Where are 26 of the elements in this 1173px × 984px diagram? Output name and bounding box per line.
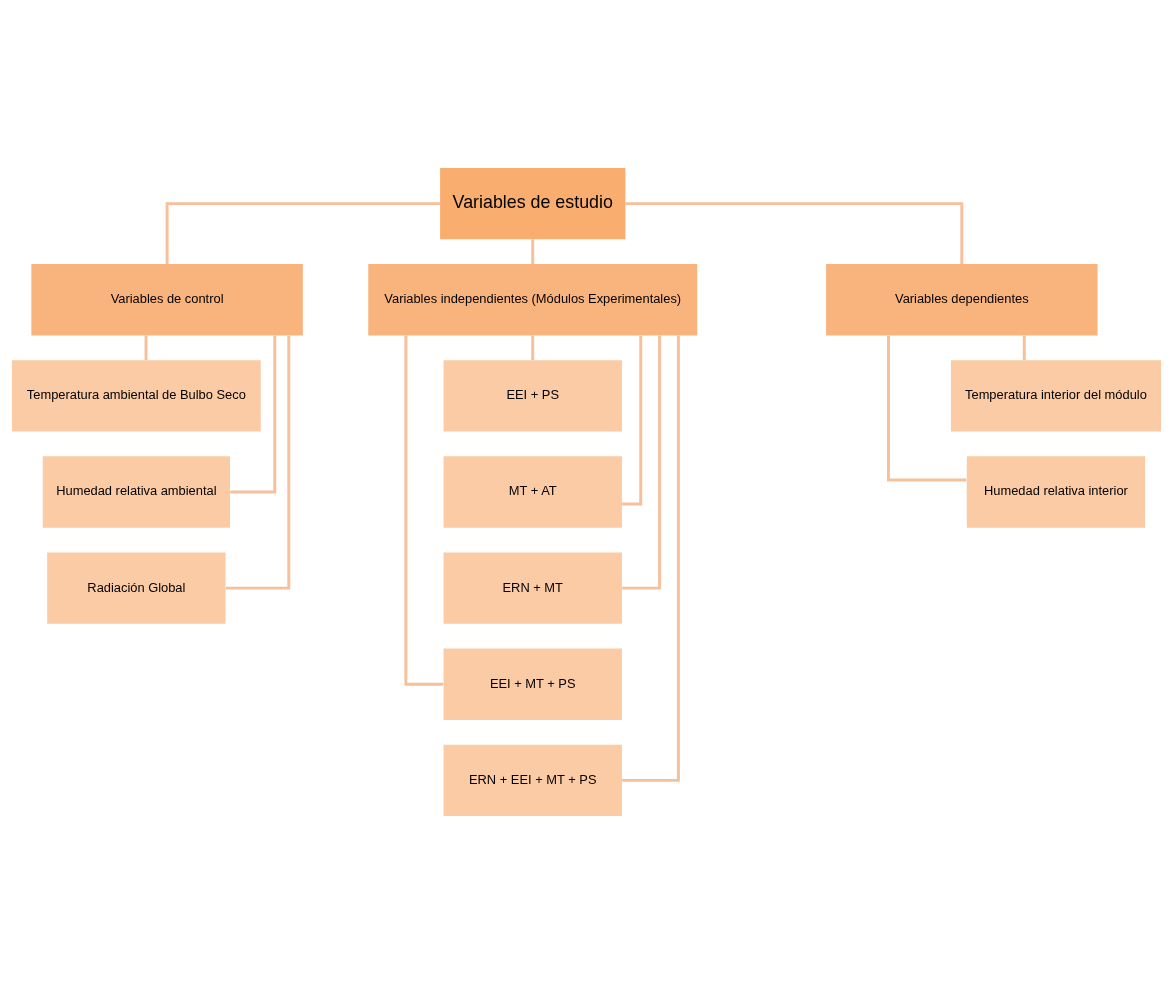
node-box: Variables de control — [31, 264, 303, 336]
node-box: EEI + PS — [443, 360, 622, 432]
node-box: Temperatura interior del módulo — [950, 360, 1161, 432]
node-box: ERN + MT — [443, 552, 622, 624]
node-box: Radiación Global — [47, 552, 226, 624]
connector — [622, 335, 680, 782]
node-box: EEI + MT + PS — [443, 648, 622, 720]
connector — [404, 335, 444, 686]
node-box: ERN + EEI + MT + PS — [443, 744, 622, 817]
connector — [887, 335, 967, 482]
connector — [225, 335, 291, 590]
connector — [165, 202, 440, 264]
node-box: Variables independientes (Módulos Experimentales) — [368, 264, 698, 336]
node-box: Variables de estudio — [440, 167, 626, 240]
connector — [1022, 335, 1026, 361]
node-box: Humedad relativa ambiental — [42, 456, 230, 528]
connector — [531, 335, 535, 361]
connector — [531, 239, 535, 264]
connector — [230, 335, 277, 494]
node-box: Temperatura ambiental de Bulbo Seco — [12, 360, 261, 432]
node-box: MT + AT — [443, 456, 622, 528]
connector — [622, 335, 662, 590]
node-box: Humedad relativa interior — [966, 456, 1146, 528]
connector — [144, 335, 148, 361]
connector — [625, 202, 964, 264]
node-box: Variables dependientes — [826, 264, 1098, 336]
